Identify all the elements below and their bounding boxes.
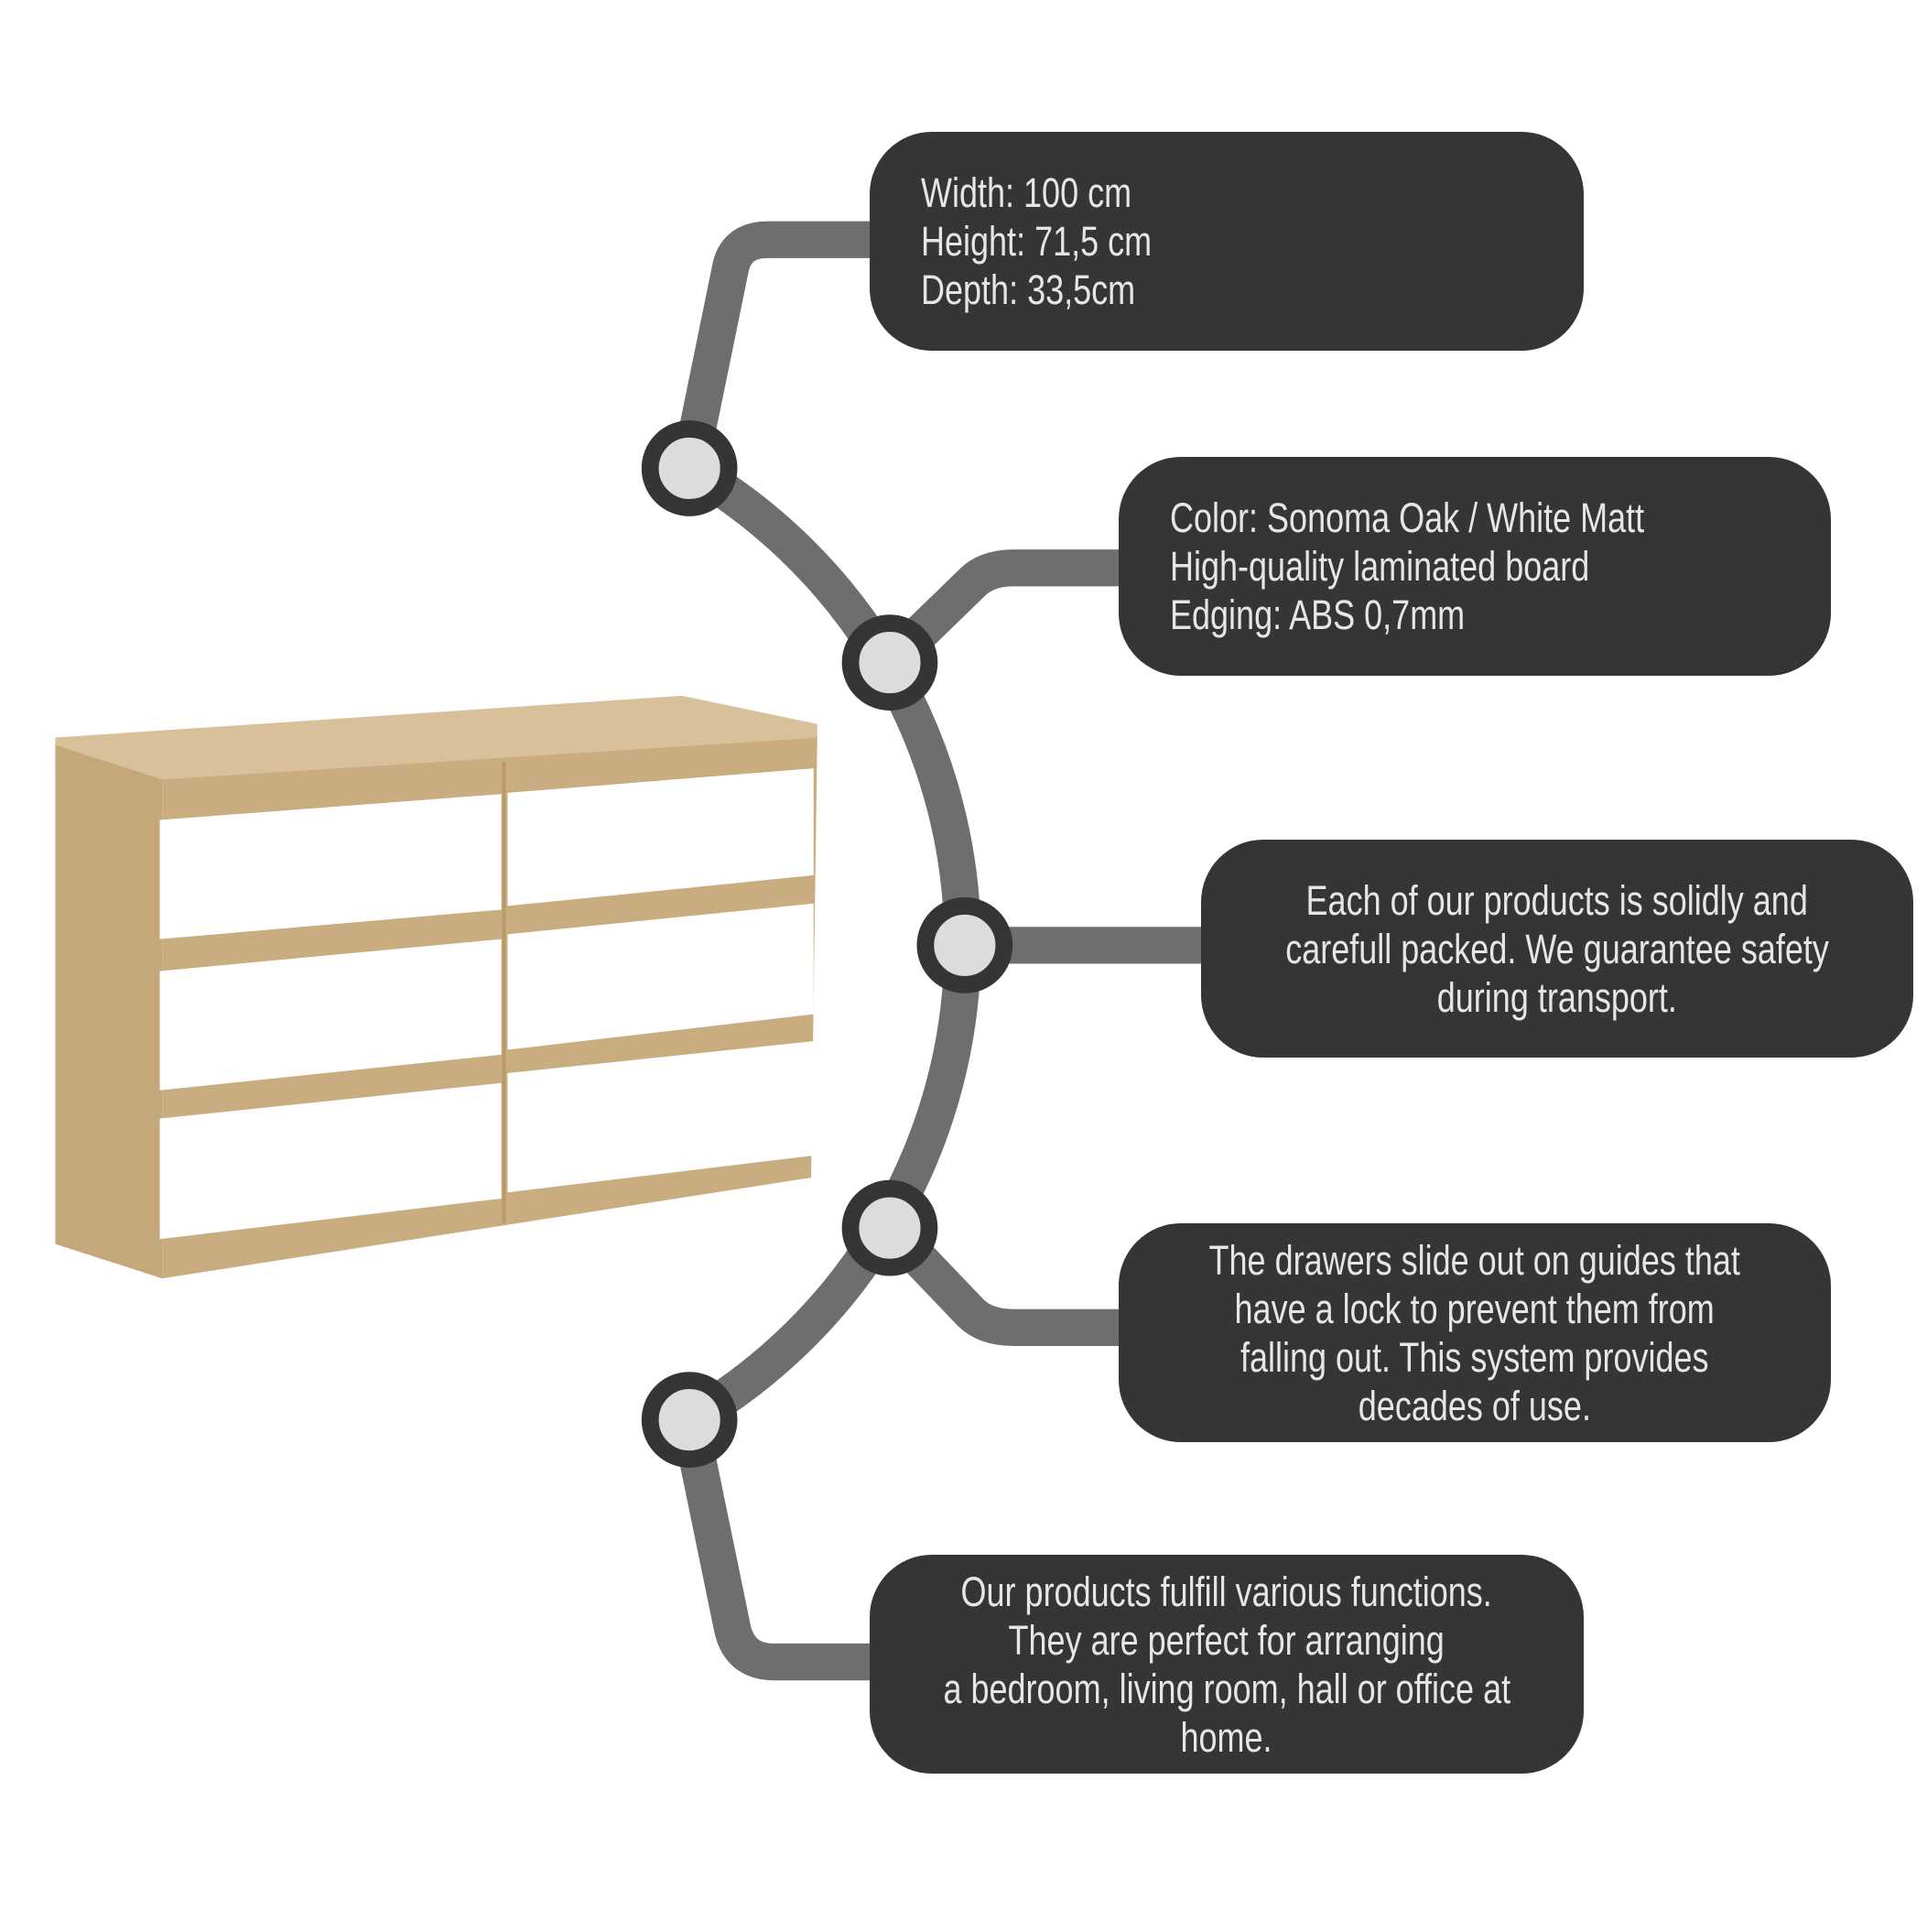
feature-box-dimensions: Width: 100 cm Height: 71,5 cm Depth: 33,… <box>870 132 1584 351</box>
feature-text: falling out. This system provides <box>1240 1333 1709 1381</box>
drawer-left-1 <box>159 794 502 939</box>
feature-text: Depth: 33,5cm <box>921 266 1136 313</box>
feature-box-packaging: Each of our products is solidly and care… <box>1201 840 1913 1058</box>
feature-text: decades of use. <box>1358 1382 1592 1429</box>
connector-2 <box>876 549 1125 677</box>
feature-text: Our products fulfill various functions. <box>960 1568 1493 1615</box>
feature-text: Color: Sonoma Oak / White Matt <box>1170 494 1645 541</box>
drawer-right-1 <box>507 768 814 906</box>
feature-text: The drawers slide out on guides that <box>1208 1236 1741 1284</box>
drawer-left-2 <box>159 939 502 1091</box>
feature-text: High-quality laminated board <box>1170 543 1590 590</box>
connector-1 <box>671 221 879 472</box>
feature-text: a bedroom, living room, hall or office a… <box>943 1665 1510 1712</box>
connector-4 <box>876 1215 1125 1347</box>
feature-text: Edging: ABS 0,7mm <box>1170 592 1466 638</box>
feature-text: carefull packed. We guarantee safety <box>1285 925 1829 972</box>
nodes <box>641 420 1013 1468</box>
feature-box-functions: Our products fulfill various functions. … <box>870 1555 1584 1774</box>
dresser-top <box>55 695 817 780</box>
node-1 <box>641 420 738 516</box>
drawer-left-3 <box>159 1082 502 1240</box>
node-3 <box>916 897 1013 993</box>
feature-text: They are perfect for arranging <box>1008 1616 1445 1664</box>
feature-text: have a lock to prevent them from <box>1234 1285 1716 1332</box>
feature-text: Width: 100 cm <box>921 169 1132 216</box>
drawer-right-3 <box>507 1041 814 1193</box>
connector-5 <box>671 1416 879 1681</box>
feature-text: home. <box>1180 1713 1273 1761</box>
node-4 <box>841 1179 938 1276</box>
drawer-right-2 <box>507 903 814 1050</box>
feature-box-drawer-guides: The drawers slide out on guides that hav… <box>1119 1223 1831 1442</box>
feature-text: Height: 71,5 cm <box>921 218 1153 265</box>
dresser-image <box>55 695 817 1279</box>
feature-text: Each of our products is solidly and <box>1305 876 1809 924</box>
feature-box-material: Color: Sonoma Oak / White Matt High-qual… <box>1119 457 1831 676</box>
dresser-side <box>55 744 163 1279</box>
feature-text: during transport. <box>1436 973 1678 1021</box>
node-5 <box>641 1372 738 1468</box>
node-2 <box>841 614 938 711</box>
